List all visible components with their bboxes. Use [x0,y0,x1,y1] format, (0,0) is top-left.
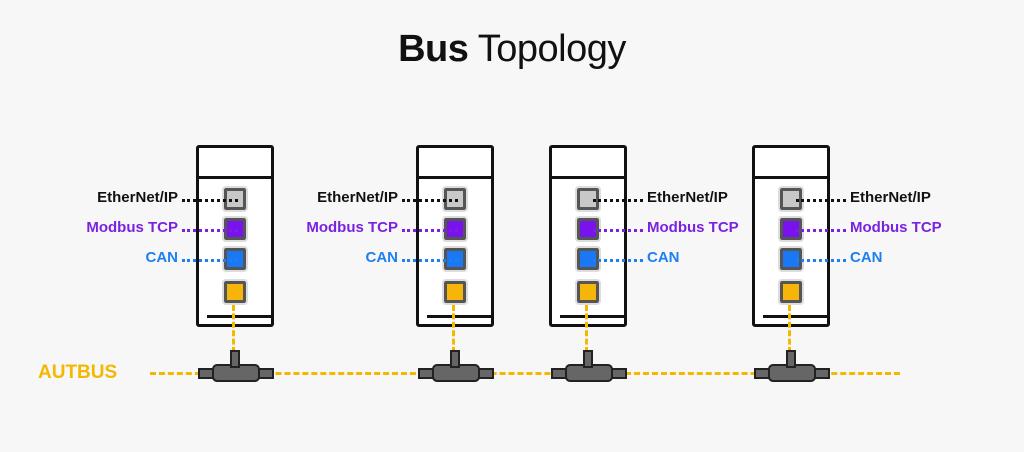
device-header [199,148,271,179]
protocol-label: Modbus TCP [647,219,739,236]
tee-stem [230,350,240,368]
autbus-label: AUTBUS [38,362,118,383]
protocol-leader-line [402,199,458,202]
device-unit [196,145,274,327]
port-autbus [575,279,601,305]
protocol-label: EtherNet/IP [97,189,178,206]
protocol-label: CAN [145,249,179,266]
protocol-label: EtherNet/IP [317,189,398,206]
protocol-leader-line [402,229,458,232]
device-header [755,148,827,179]
autbus-line [150,372,900,375]
device-footer-line [560,315,624,318]
protocol-label: CAN [647,249,680,266]
device-unit [416,145,494,327]
bus-drop-line [788,305,791,353]
title-bold: Bus [398,28,469,70]
protocol-label: EtherNet/IP [647,189,728,206]
protocol-label: Modbus TCP [850,219,942,236]
device-unit [549,145,627,327]
protocol-leader-line [593,199,643,202]
protocol-label: Modbus TCP [86,219,178,236]
device-header [419,148,491,179]
title-regular: Topology [477,28,627,70]
bus-drop-line [452,305,455,353]
protocol-label: EtherNet/IP [850,189,931,206]
port-autbus [222,279,248,305]
protocol-label: CAN [850,249,883,266]
protocol-leader-line [182,259,238,262]
protocol-leader-line [593,229,643,232]
protocol-label: CAN [365,249,399,266]
protocol-leader-line [402,259,458,262]
tee-stem [786,350,796,368]
tee-stem [583,350,593,368]
device-unit [752,145,830,327]
diagram-title: Bus Topology [0,28,1024,71]
protocol-leader-line [796,199,846,202]
protocol-leader-line [796,229,846,232]
device-footer-line [207,315,271,318]
device-header [552,148,624,179]
protocol-label: Modbus TCP [306,219,398,236]
protocol-leader-line [182,199,238,202]
port-autbus [778,279,804,305]
protocol-leader-line [182,229,238,232]
protocol-leader-line [593,259,643,262]
bus-drop-line [232,305,235,353]
device-footer-line [427,315,491,318]
tee-stem [450,350,460,368]
protocol-leader-line [796,259,846,262]
device-footer-line [763,315,827,318]
bus-drop-line [585,305,588,353]
port-autbus [442,279,468,305]
